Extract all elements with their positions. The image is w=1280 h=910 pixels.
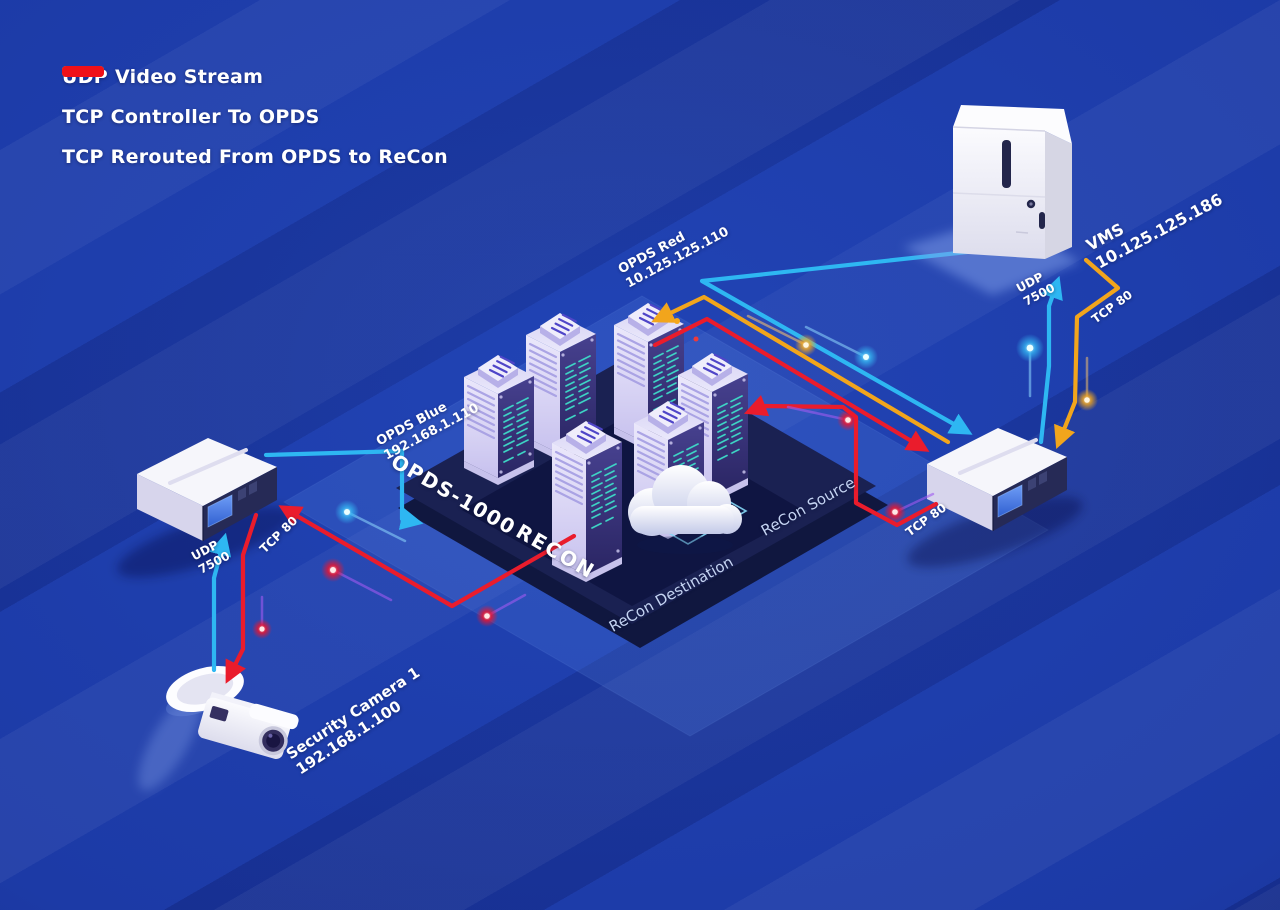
udp-line-camera-to-left-encoder: [209, 532, 232, 673]
legend-label: TCP Rerouted From OPDS to ReCon: [62, 146, 448, 168]
legend: UDP Video Stream TCP Controller To OPDS …: [62, 66, 448, 186]
server-tower: [526, 313, 596, 461]
server-tower: [464, 355, 534, 485]
swatch-rect: [62, 66, 104, 77]
server-tower: [552, 421, 622, 582]
legend-label: UDP Video Stream: [62, 66, 264, 88]
udp-line-opds-to-right-encoder: [699, 243, 1025, 435]
legend-item-tcp-controller: TCP Controller To OPDS: [62, 66, 448, 128]
vms-tower-icon: [903, 105, 1080, 295]
udp-line-left-encoder-to-opds: [263, 448, 424, 530]
legend-item-tcp-rerouted: TCP Rerouted From OPDS to ReCon: [62, 66, 448, 168]
udp-line-right-encoder-to-vms: [1038, 275, 1063, 445]
tcp-line-vms-to-right-encoder: [1054, 257, 1121, 450]
rerouted-line-recon-to-left-encoder: [278, 505, 577, 609]
tcp-line-right-encoder-to-opds: [651, 294, 951, 445]
glow-particles: [252, 314, 1098, 639]
security-camera-icon: [138, 665, 299, 791]
legend-swatch-red: [62, 66, 104, 77]
legend-item-udp: UDP Video Stream: [62, 66, 448, 88]
connection-lines: [209, 243, 1121, 684]
cloud-icon: [628, 465, 748, 554]
rerouted-line-left-encoder-to-camera: [225, 512, 259, 684]
legend-label: TCP Controller To OPDS: [62, 106, 320, 128]
rerouted-line-opds-to-right-encoder: [652, 316, 930, 452]
